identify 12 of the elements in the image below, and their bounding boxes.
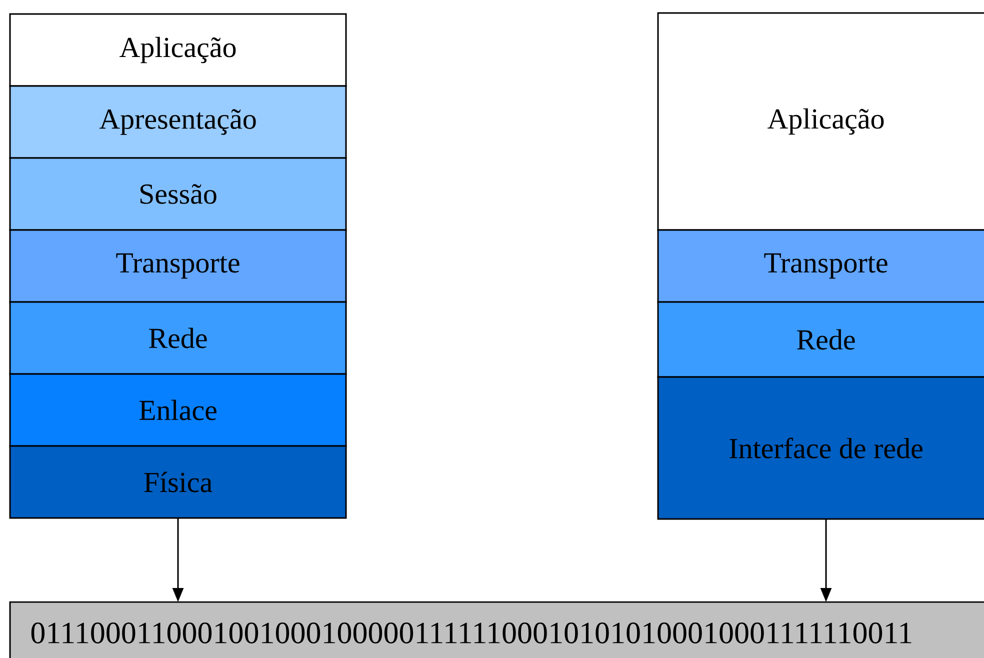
layer-box: Aplicação	[9, 13, 347, 87]
layer-box: Apresentação	[9, 85, 347, 159]
layer-box: Interface de rede	[657, 376, 984, 520]
layer-box: Rede	[657, 301, 984, 378]
layer-box: Aplicação	[657, 12, 984, 231]
layer-box: Transporte	[657, 229, 984, 303]
layer-box: Enlace	[9, 373, 347, 447]
layer-box: Transporte	[9, 229, 347, 303]
layer-box: Física	[9, 445, 347, 519]
bit-stream-bar: 0111000110001001000100000111111000101010100010001111110011	[9, 601, 984, 658]
layer-box: Sessão	[9, 157, 347, 231]
layer-box: Rede	[9, 301, 347, 375]
